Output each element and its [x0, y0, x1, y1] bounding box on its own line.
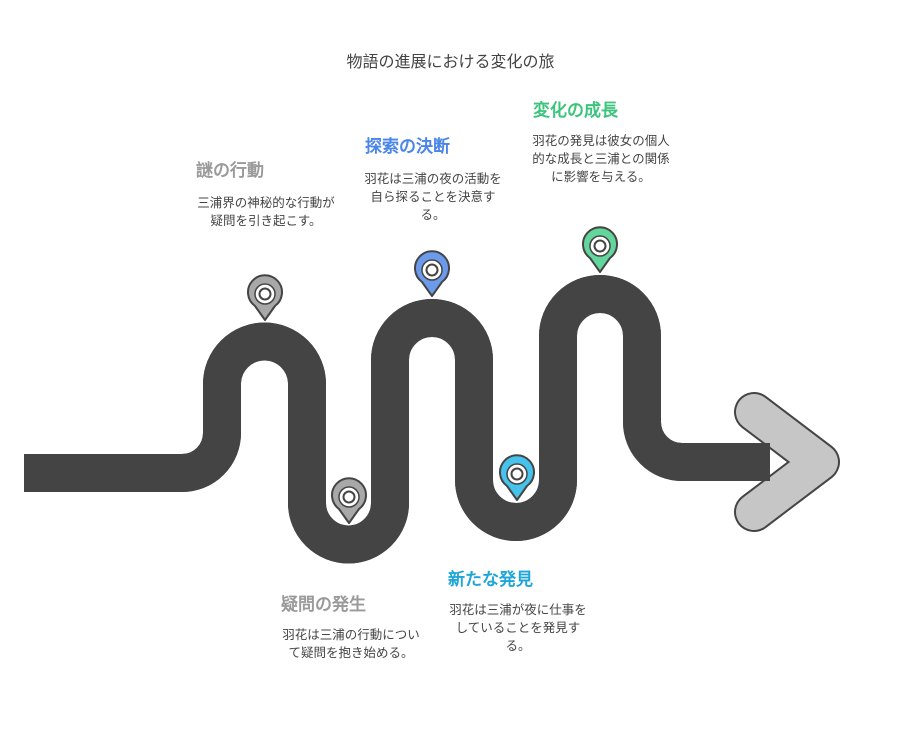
road-centerline	[25, 293, 765, 546]
map-pin-icon	[582, 226, 618, 273]
step-heading: 新たな発見	[448, 570, 533, 590]
step-heading: 疑問の発生	[281, 595, 366, 615]
step-description: 羽花の発見は彼女の個人的な成長と三浦との関係に影響を与える。	[532, 133, 670, 184]
step-heading: 変化の成長	[533, 101, 618, 121]
step-description: 羽花は三浦の夜の活動を自ら探ることを決意する。	[364, 171, 502, 222]
diagram-title: 物語の進展における変化の旅	[346, 52, 555, 71]
step-description: 羽花は三浦の行動について疑問を抱き始める。	[282, 627, 420, 660]
map-pin-icon	[331, 477, 367, 524]
map-pin-icon	[414, 250, 450, 297]
step-heading: 謎の行動	[196, 161, 264, 181]
step-heading: 探索の決断	[365, 137, 450, 157]
step-description: 羽花は三浦が夜に仕事をしていることを発見する。	[449, 602, 587, 653]
step-description: 三浦界の神秘的な行動が疑問を引き起こす。	[197, 195, 335, 228]
map-pin-icon	[247, 274, 283, 321]
road	[24, 293, 840, 546]
map-pin-icon	[499, 454, 535, 501]
